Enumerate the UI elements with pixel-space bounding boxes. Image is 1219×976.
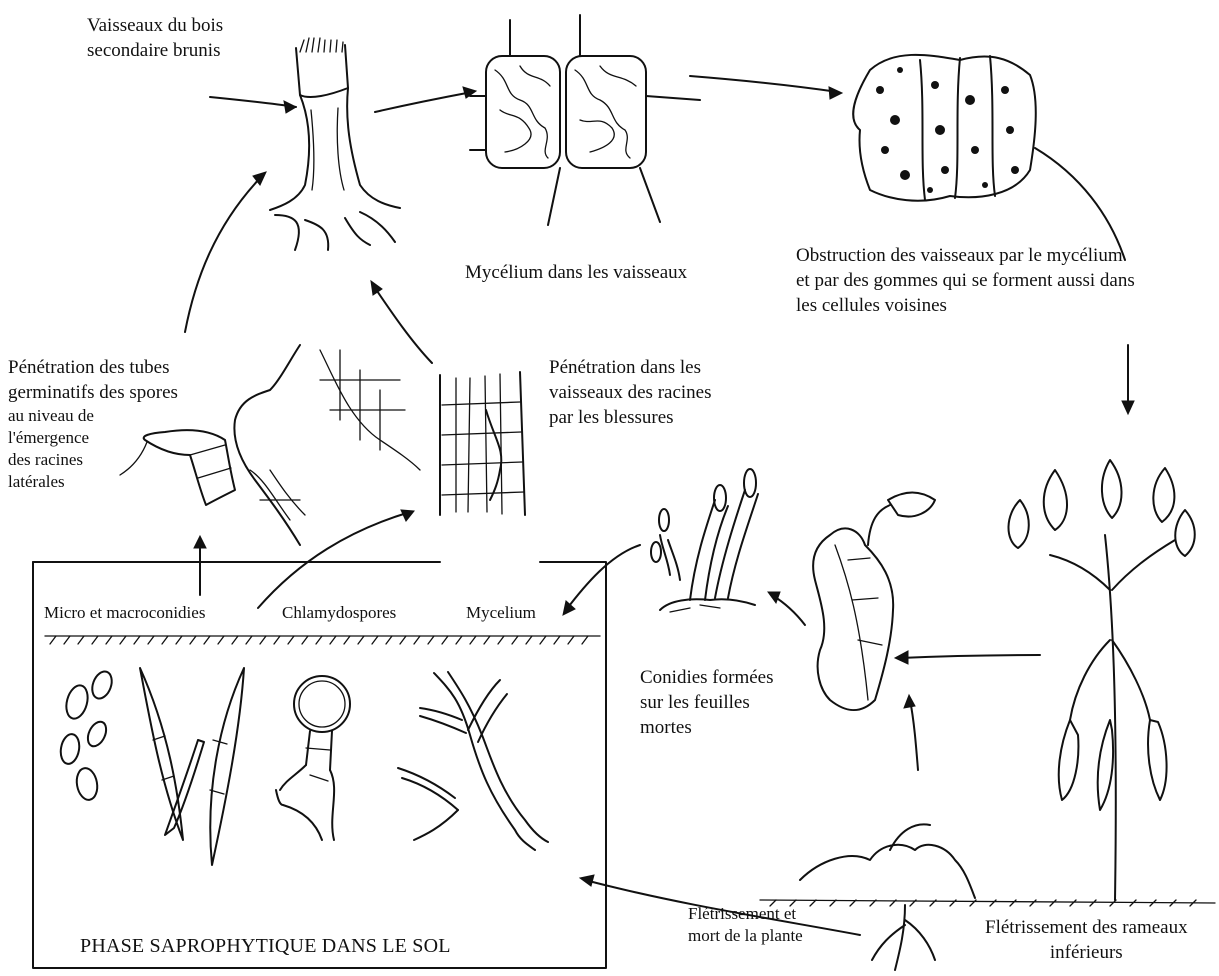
soil-mycelium-label: Mycelium	[466, 602, 536, 624]
secondary-wood-vessel-illustration	[270, 38, 400, 250]
soil-mycelium-illustration	[398, 672, 548, 850]
micro-macroconidia-label: Micro et macroconidies	[44, 602, 205, 624]
chlamydospore-illustration	[276, 676, 350, 840]
wilting-plant-illustration	[1008, 460, 1194, 900]
lower-branches-wilting-label: Flétrissement des rameaux inférieurs	[985, 915, 1188, 965]
macroconidia-illustration	[140, 668, 244, 865]
dead-leaf-illustration	[813, 493, 935, 711]
root-vessel-penetration-label: Pénétration dans les vaisseaux des racin…	[549, 355, 712, 430]
germ-tube-penetration-label: Pénétration des tubes germinatifs des sp…	[8, 355, 178, 493]
mycelium-in-vessels-label: Mycélium dans les vaisseaux	[465, 260, 687, 285]
obstruction-label: Obstruction des vaisseaux par le mycéliu…	[796, 243, 1135, 318]
chlamydospores-label: Chlamydospores	[282, 602, 396, 624]
conidia-dead-leaves-label: Conidies formées sur les feuilles mortes	[640, 665, 774, 740]
vessel-mycelium-illustration	[470, 15, 700, 225]
plant-wilt-death-label: Flétrissement et mort de la plante	[688, 903, 803, 947]
root-vessel-penetration-illustration	[440, 372, 525, 515]
cycle-arrows	[185, 76, 1134, 935]
obstructed-vessels-illustration	[853, 55, 1036, 201]
conidiophores-illustration	[651, 469, 758, 612]
vessels-label: Vaisseaux du bois secondaire brunis	[87, 13, 223, 63]
saprophytic-phase-title: PHASE SAPROPHYTIQUE DANS LE SOL	[80, 934, 451, 959]
microconidia-illustration	[59, 669, 116, 802]
